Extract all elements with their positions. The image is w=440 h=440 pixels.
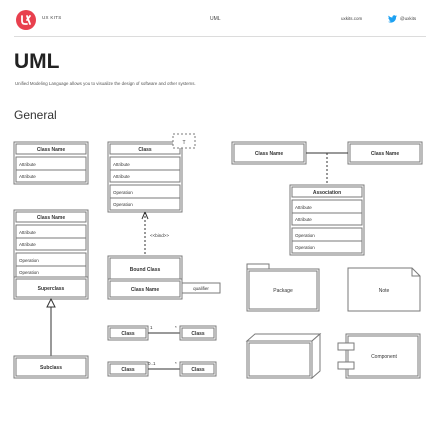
twitter-handle[interactable]: @uxkits [400, 16, 417, 21]
package-shape[interactable]: Package [246, 263, 320, 312]
class-label: Class [191, 367, 205, 373]
class-box-full[interactable]: Class Name Attribute Attribute Operation… [13, 209, 89, 281]
attribute-label: Attribute [19, 162, 36, 167]
multiplicity-label: 1 [150, 325, 153, 330]
note-shape[interactable]: Note [347, 267, 421, 312]
attribute-label: Attribute [113, 174, 130, 179]
top-header: UX KITS UML uxkits.com @uxkits [0, 0, 440, 40]
multiplicity-pair-1[interactable]: Class 1 * Class [107, 325, 217, 341]
operation-label: Operation [113, 190, 133, 195]
template-param-label: T [182, 140, 185, 146]
site-link[interactable]: uxkits.com [341, 16, 363, 21]
generalization-arrow-icon [46, 297, 56, 308]
package-label: Package [273, 288, 293, 294]
multiplicity-pair-2[interactable]: Class 0..1 * Class [107, 361, 217, 377]
attribute-label: Attribute [113, 162, 130, 167]
association-right-class[interactable]: Class Name [347, 141, 423, 165]
header-divider [14, 36, 426, 37]
section-title: General [14, 108, 57, 122]
operation-label: Operation [19, 270, 39, 275]
association-class-box[interactable]: Association Attribute Attribute Operatio… [289, 184, 365, 256]
operation-label: Operation [19, 258, 39, 263]
qualified-class-box[interactable]: Class Name qualifier [107, 278, 221, 300]
bind-arrow-icon [141, 211, 149, 220]
subclass-label: Subclass [40, 365, 62, 371]
header-title: UML [210, 16, 221, 22]
component-label: Component [371, 354, 397, 360]
superclass-box[interactable]: Superclass [13, 276, 89, 300]
bind-label: <<bind>> [150, 233, 169, 238]
page-title: UML [14, 50, 60, 73]
component-shape[interactable]: Component [337, 333, 421, 379]
multiplicity-label: * [175, 361, 177, 366]
attribute-label: Attribute [19, 242, 36, 247]
association-label: Association [313, 190, 341, 196]
class-name-label: Class Name [37, 147, 66, 153]
attribute-label: Attribute [19, 174, 36, 179]
attribute-label: Attribute [295, 205, 312, 210]
class-name-label: Class Name [131, 287, 160, 293]
page-description: Unified Modeling Language allows you to … [15, 81, 196, 86]
logo-text[interactable]: UX KITS [42, 15, 62, 20]
multiplicity-label: * [175, 325, 177, 330]
class-name-label: Class Name [255, 151, 284, 157]
class-label: Class [121, 331, 135, 337]
qualifier-label: qualifier [193, 286, 209, 291]
attribute-label: Attribute [295, 217, 312, 222]
bound-class-box[interactable]: Bound Class [107, 255, 183, 283]
subclass-box[interactable]: Subclass [13, 355, 89, 379]
superclass-label: Superclass [38, 286, 65, 292]
operation-label: Operation [295, 233, 315, 238]
class-name-label: Class Name [371, 151, 400, 157]
template-class-box[interactable]: Class Attribute Attribute Operation Oper… [107, 133, 196, 213]
class-name-label: Class Name [37, 215, 66, 221]
logo-icon[interactable] [16, 10, 36, 30]
twitter-icon[interactable] [388, 15, 397, 23]
association-left-class[interactable]: Class Name [231, 141, 307, 165]
class-label: Class [191, 331, 205, 337]
node-shape[interactable] [245, 332, 322, 380]
class-box-name-attrs[interactable]: Class Name Attribute Attribute [13, 141, 89, 185]
bound-class-label: Bound Class [130, 267, 161, 273]
attribute-label: Attribute [19, 230, 36, 235]
operation-label: Operation [113, 202, 133, 207]
class-label: Class [121, 367, 135, 373]
operation-label: Operation [295, 245, 315, 250]
multiplicity-label: 0..1 [148, 361, 156, 366]
class-name-label: Class [138, 147, 152, 153]
note-label: Note [379, 288, 390, 294]
